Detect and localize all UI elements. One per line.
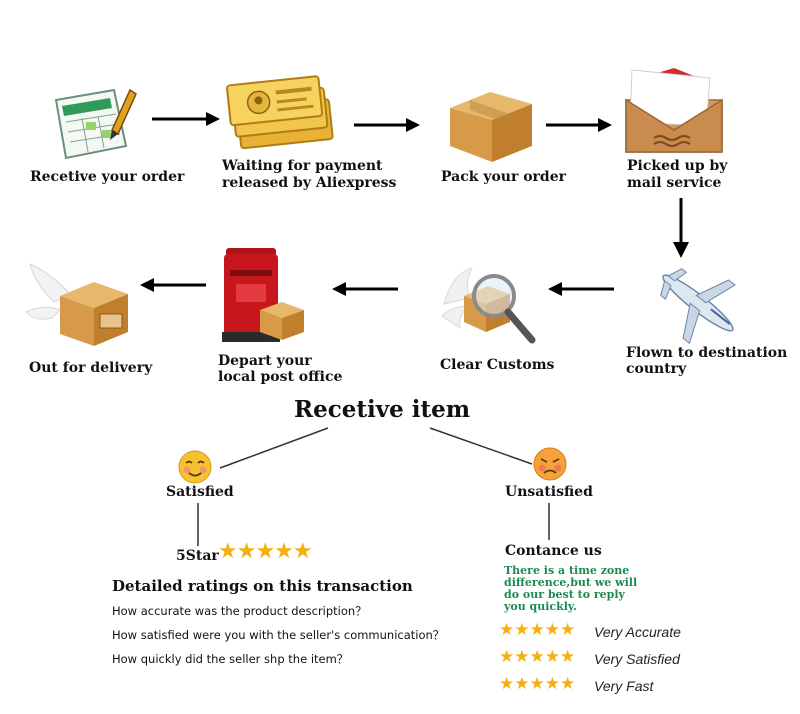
arrow-order-to-payment [152, 112, 220, 126]
time-zone-note-4: you quickly. [504, 600, 577, 613]
cardboard-box-icon [442, 84, 538, 166]
winged-box-icon [24, 262, 134, 350]
step-pack-order-label: Pack your order [441, 169, 567, 185]
step-receive-order-label: Recetive your order [30, 169, 185, 185]
rating-stars-fast: ★★★★★ [499, 674, 576, 694]
receive-item-title: Recetive item [294, 396, 471, 423]
question-accuracy: How accurate was the product description… [112, 604, 367, 618]
step-waiting-payment-label-1: Waiting for payment [222, 158, 383, 174]
arrow-pack-to-mail [546, 118, 612, 132]
magnifier-box-icon [436, 262, 540, 346]
step-depart-label-1: Depart your [218, 353, 312, 369]
money-bills-icon [226, 74, 338, 152]
arrow-postoffice-to-delivery [140, 278, 206, 292]
step-picked-up-label-2: mail service [627, 175, 722, 191]
contact-us-heading: Contance us [505, 543, 602, 559]
step-picked-up-label-1: Picked up by [627, 158, 728, 174]
five-star-prefix: 5Star [176, 548, 219, 564]
rating-label-fast: Very Fast [594, 678, 654, 694]
step-depart-label-2: local post office [218, 369, 343, 385]
step-flown-label-2: country [626, 361, 687, 377]
time-zone-note-3: do our best to reply [504, 588, 625, 601]
question-shipping-speed: How quickly did the seller shp the item？ [112, 652, 349, 666]
satisfied-label: Satisfied [166, 484, 234, 500]
time-zone-note-1: There is a time zone [504, 564, 630, 577]
rating-label-accurate: Very Accurate [594, 624, 681, 640]
airplane-icon [652, 262, 744, 344]
sad-face-icon [533, 447, 567, 481]
rating-label-satisfied: Very Satisfied [594, 651, 680, 667]
step-flown-label-1: Flown to destination [626, 345, 788, 361]
arrow-mail-to-flight [673, 198, 689, 258]
step-clear-customs-label: Clear Customs [440, 357, 555, 373]
question-communication: How satisfied were you with the seller's… [112, 628, 445, 642]
rating-stars-accurate: ★★★★★ [499, 620, 576, 640]
envelope-icon [624, 66, 724, 154]
five-star-rating: ★★★★★ [218, 539, 313, 564]
arrow-payment-to-pack [354, 118, 420, 132]
ratings-heading: Detailed ratings on this transaction [112, 577, 413, 595]
rating-stars-satisfied: ★★★★★ [499, 647, 576, 667]
unsatisfied-label: Unsatisfied [505, 484, 593, 500]
time-zone-note-2: difference,but we will [504, 576, 638, 589]
arrow-flight-to-customs [548, 282, 614, 296]
smiling-face-icon [178, 450, 212, 484]
arrow-customs-to-postoffice [332, 282, 398, 296]
step-waiting-payment-label-2: released by Aliexpress [222, 175, 397, 191]
red-postbox-icon [216, 244, 308, 344]
order-form-pencil-icon [52, 86, 138, 164]
step-out-for-delivery-label: Out for delivery [29, 360, 153, 376]
